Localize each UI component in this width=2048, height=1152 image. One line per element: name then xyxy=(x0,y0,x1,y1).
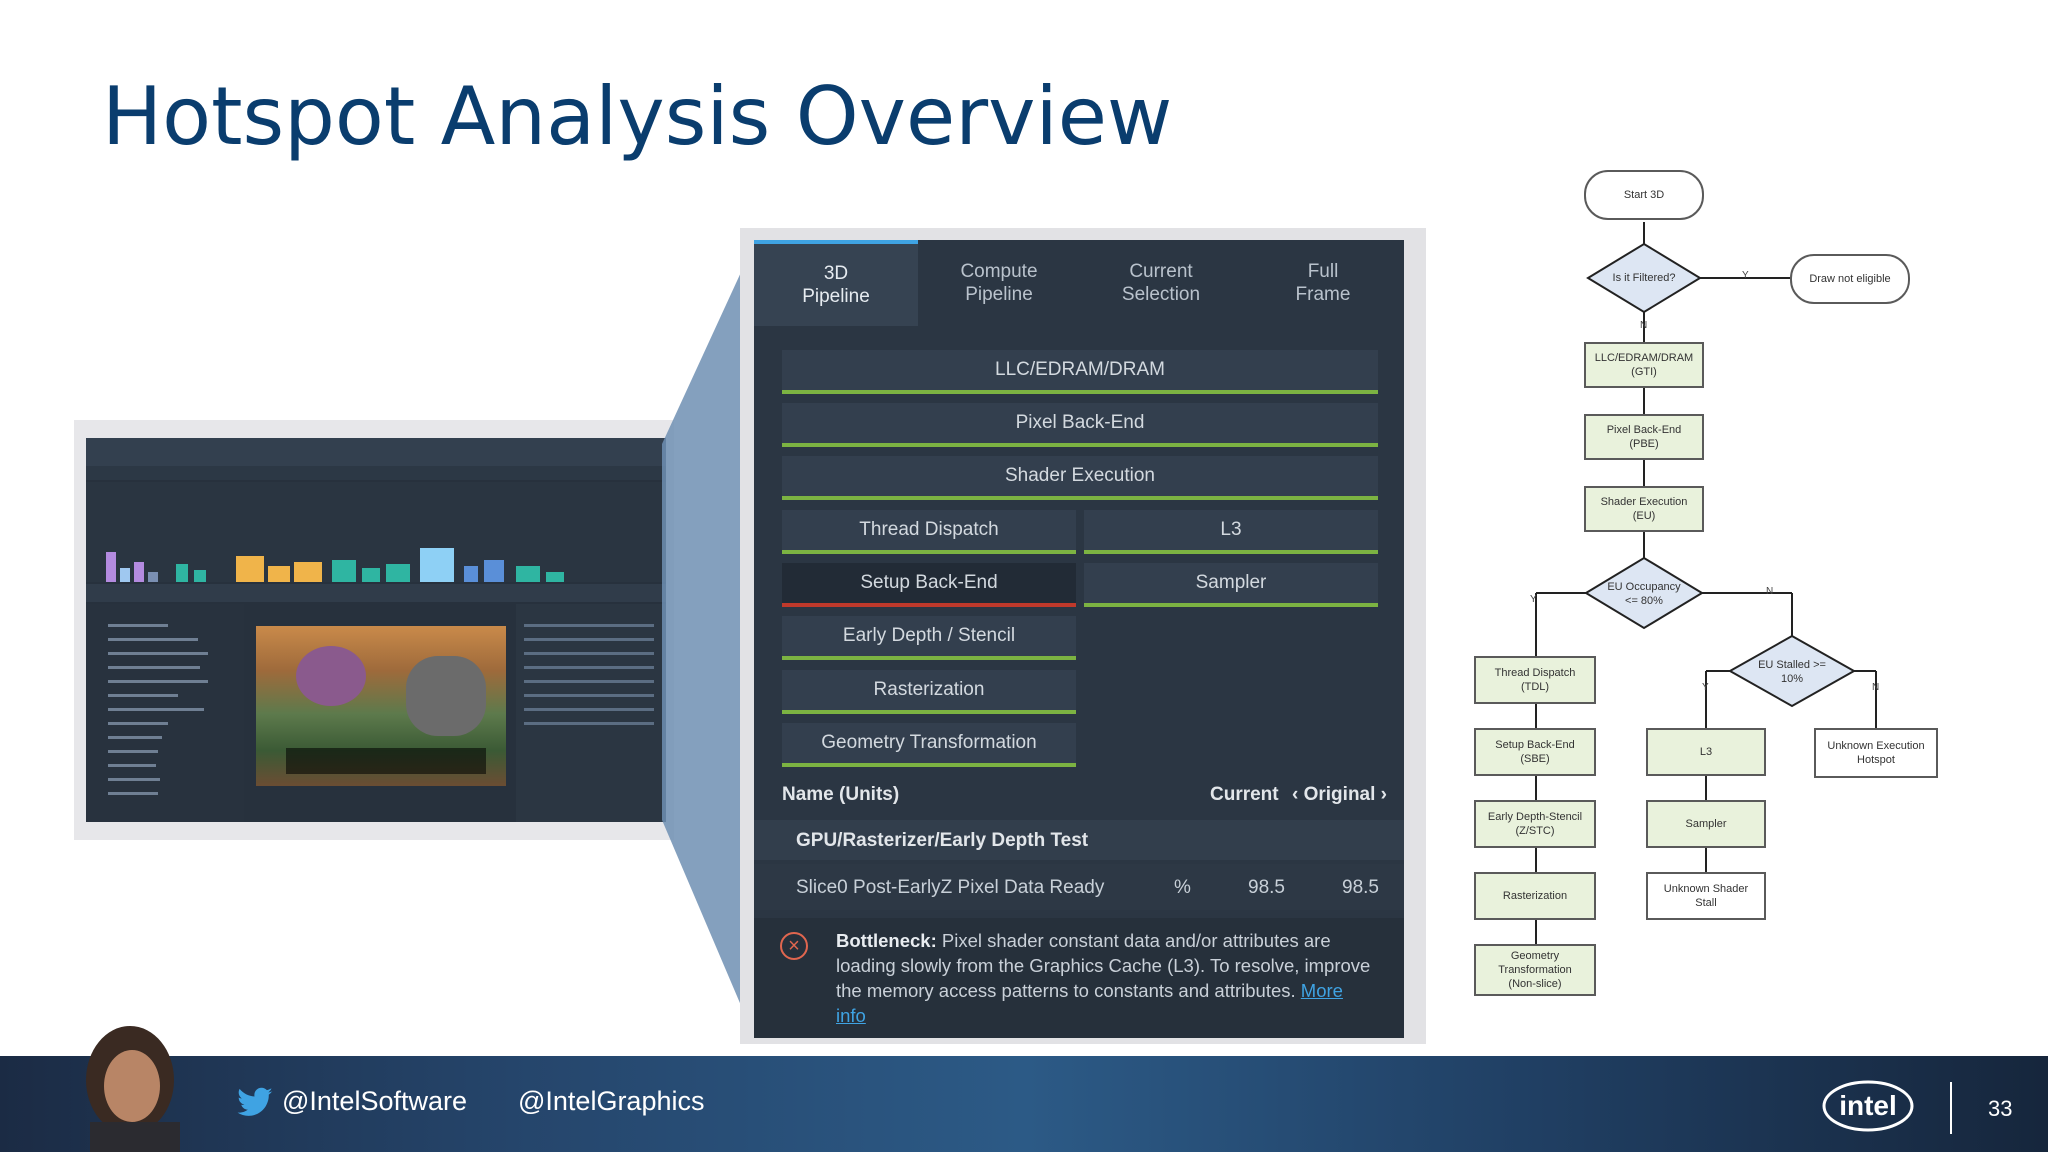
more-info-link[interactable]: More info xyxy=(836,980,1343,1026)
flow-unknown-shader-stall: Unknown Shader Stall xyxy=(1646,872,1766,920)
tab-compute-pipeline[interactable]: Compute Pipeline xyxy=(960,261,1038,305)
app-screenshot-thumbnail xyxy=(86,438,666,822)
tab-full-frame[interactable]: Full Frame xyxy=(1295,261,1351,305)
flow-pixel-back-end: Pixel Back-End (PBE) xyxy=(1584,414,1704,460)
metric-group-label: GPU/Rasterizer/Early Depth Test xyxy=(796,830,1089,851)
thumb-toolbar xyxy=(86,438,666,466)
bottleneck-text: Bottleneck: Pixel shader constant data a… xyxy=(836,930,1371,1026)
slide-title: Hotspot Analysis Overview xyxy=(102,70,1173,163)
stage-thread-dispatch[interactable]: Thread Dispatch xyxy=(782,510,1076,554)
flow-eu-occupancy: EU Occupancy <= 80% xyxy=(1607,581,1681,607)
metric-group-row[interactable]: GPU/Rasterizer/Early Depth Test xyxy=(754,820,1404,860)
flow-yes-label: Y xyxy=(1742,270,1749,281)
flow-draw-not-eligible: Draw not eligible xyxy=(1790,254,1910,304)
stage-setup-back-end[interactable]: Setup Back-End xyxy=(782,563,1076,607)
flow-yes-label: Y xyxy=(1702,682,1709,693)
flow-no-label: N xyxy=(1766,586,1774,597)
flow-setup-back-end: Setup Back-End (SBE) xyxy=(1474,728,1596,776)
svg-text:intel: intel xyxy=(1839,1090,1897,1121)
metrics-table-header: Name (Units) Current ‹ Original › xyxy=(782,778,1392,814)
flow-l3: L3 xyxy=(1646,728,1766,776)
flow-start-3d: Start 3D xyxy=(1584,170,1704,220)
thumb-api-log xyxy=(86,604,244,822)
flow-no-label: N xyxy=(1872,682,1880,693)
stage-pixel-back-end[interactable]: Pixel Back-End xyxy=(782,403,1378,447)
flow-early-depth-stencil: Early Depth-Stencil (Z/STC) xyxy=(1474,800,1596,848)
error-circle-icon: × xyxy=(780,932,808,960)
thumb-game-frame xyxy=(256,626,506,786)
stage-early-depth-stencil[interactable]: Early Depth / Stencil xyxy=(782,616,1076,660)
character-avatar xyxy=(86,1026,180,1152)
flow-eu-stalled: EU Stalled >= 10% xyxy=(1758,659,1826,685)
footer-divider xyxy=(1950,1082,1952,1134)
thumb-filter-row xyxy=(86,466,666,480)
flow-geometry-transformation: Geometry Transformation (Non-slice) xyxy=(1474,944,1596,996)
flow-shader-execution: Shader Execution (EU) xyxy=(1584,486,1704,532)
tab-3d-pipeline[interactable]: 3D Pipeline xyxy=(754,240,918,326)
flow-thread-dispatch: Thread Dispatch (TDL) xyxy=(1474,656,1596,704)
stage-sampler[interactable]: Sampler xyxy=(1084,563,1378,607)
flow-unknown-execution-hotspot: Unknown Execution Hotspot xyxy=(1814,728,1938,778)
col-current-header[interactable]: Current xyxy=(1210,784,1279,805)
intel-logo: intel xyxy=(1822,1080,1914,1132)
pipeline-tabs: 3D Pipeline Compute Pipeline Current Sel… xyxy=(754,240,1404,326)
stage-llc-edram-dram[interactable]: LLC/EDRAM/DRAM xyxy=(782,350,1378,394)
metric-unit: % xyxy=(1174,877,1191,898)
flow-yes-label: Y xyxy=(1530,594,1537,605)
twitter-handle-intelgraphics[interactable]: @IntelGraphics xyxy=(518,1086,705,1116)
twitter-handle-intelsoftware[interactable]: @IntelSoftware xyxy=(282,1086,467,1116)
metrics-panel: 3D Pipeline Compute Pipeline Current Sel… xyxy=(754,240,1404,1038)
stage-shader-execution[interactable]: Shader Execution xyxy=(782,456,1378,500)
table-row[interactable]: Slice0 Post-EarlyZ Pixel Data Ready % 98… xyxy=(754,864,1404,910)
metric-original-value: 98.5 xyxy=(1342,877,1379,898)
thumb-metrics-header xyxy=(86,584,666,602)
stage-rasterization[interactable]: Rasterization xyxy=(782,670,1076,714)
flow-sampler: Sampler xyxy=(1646,800,1766,848)
flow-is-filtered: Is it Filtered? xyxy=(1612,272,1676,284)
stage-geometry-transformation[interactable]: Geometry Transformation xyxy=(782,723,1076,767)
twitter-bird-icon xyxy=(237,1087,273,1116)
col-original-header[interactable]: ‹ Original › xyxy=(1292,784,1387,805)
flow-rasterization: Rasterization xyxy=(1474,872,1596,920)
tab-current-selection[interactable]: Current Selection xyxy=(1121,261,1201,305)
thumb-metrics-panel xyxy=(516,604,666,822)
page-number: 33 xyxy=(1988,1096,2013,1121)
footer-bar: @IntelSoftware @IntelGraphics intel 33 xyxy=(0,1056,2048,1152)
bottleneck-message: × Bottleneck: Pixel shader constant data… xyxy=(754,918,1404,1038)
metric-name: Slice0 Post-EarlyZ Pixel Data Ready xyxy=(796,877,1105,898)
metric-current-value: 98.5 xyxy=(1248,877,1285,898)
stage-l3[interactable]: L3 xyxy=(1084,510,1378,554)
flow-no-label: N xyxy=(1640,320,1648,331)
flow-llc-gti: LLC/EDRAM/DRAM (GTI) xyxy=(1584,342,1704,388)
col-name-header[interactable]: Name (Units) xyxy=(782,784,900,805)
thumb-timeline-chart xyxy=(86,482,666,582)
